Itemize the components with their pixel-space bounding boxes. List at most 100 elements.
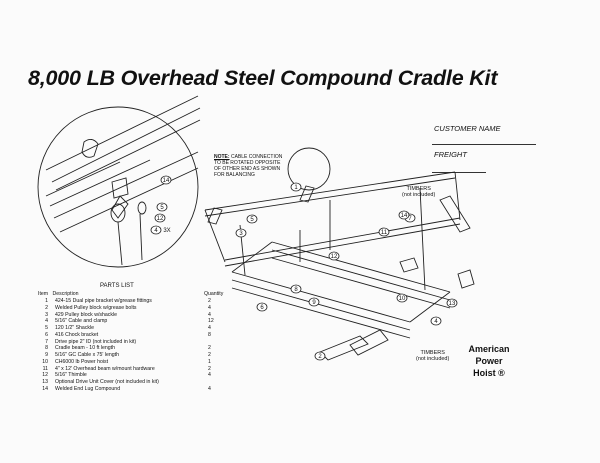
- label-9: 9: [312, 300, 316, 306]
- part-description: 5/16" Cable and clamp: [55, 318, 108, 325]
- callout-5-detail: [156, 202, 168, 212]
- part-description: 416 Chock bracket: [55, 331, 99, 338]
- detail-cable: [117, 213, 143, 266]
- part-item: 13: [42, 379, 48, 385]
- part-item: 10: [42, 358, 48, 365]
- drive-unit-cover: [457, 269, 475, 289]
- detail-circle: [37, 106, 199, 268]
- part-description: Cradle beam - 10 ft length: [55, 345, 115, 352]
- part-description: Optional Drive Unit Cover (not included …: [55, 379, 159, 385]
- timbers-top-line1: TIMBERS: [406, 186, 431, 192]
- cradle-beam-left: [231, 271, 411, 339]
- part-quantity: 4: [208, 311, 211, 318]
- cradle-beam-right: [271, 241, 451, 309]
- timbers-bottom-line1: TIMBERS: [420, 350, 445, 356]
- part-description: 5/16" Thimble: [55, 372, 87, 379]
- part-quantity: 8: [208, 331, 211, 338]
- logo-line2: Power: [475, 356, 503, 366]
- part-item: 7: [45, 338, 48, 345]
- parts-list-header: Item Description Quantity: [38, 291, 223, 297]
- callout-6: [256, 302, 268, 312]
- freight-label: FREIGHT: [434, 150, 467, 159]
- label-14: 14: [401, 213, 408, 219]
- parts-list-row: 5 120 1/2" Shackle 4: [38, 325, 228, 332]
- part-item: 4: [45, 318, 48, 325]
- label-4: 4: [434, 319, 438, 325]
- freight-line: [432, 172, 486, 173]
- timber-top: [439, 195, 471, 233]
- customer-name-label: CUSTOMER NAME: [434, 124, 501, 133]
- detail-pulley-wheel: [110, 203, 126, 223]
- detail-beam: [45, 95, 201, 191]
- part-item: 5: [45, 325, 48, 331]
- label-1: 1: [294, 185, 298, 191]
- callout-9: [308, 297, 320, 307]
- label-10: 10: [399, 296, 406, 302]
- callout-12: [328, 251, 340, 261]
- part-quantity: 4: [208, 304, 211, 311]
- callout-3: [235, 228, 247, 238]
- cradle-cross: [231, 241, 451, 323]
- parts-list-row: 13 Optional Drive Unit Cover (not include…: [38, 379, 228, 386]
- part-quantity: 2: [208, 345, 211, 352]
- power-hoist: [399, 257, 419, 273]
- part-item: 11: [42, 365, 48, 372]
- detail-label-5: 5: [160, 205, 164, 211]
- part-quantity: 1: [208, 358, 211, 365]
- detail-label-12: 12: [157, 216, 164, 222]
- timbers-top-label: TIMBERS (not included): [402, 186, 435, 198]
- detail-label-14: 14: [163, 178, 170, 184]
- parts-list-row: 10 CH6000 lb Power hoist 1: [38, 359, 228, 366]
- parts-list-row: 9 5/16" GC Cable x 75' length 2: [38, 352, 228, 359]
- overhead-beam-rear: [204, 171, 456, 217]
- part-quantity: 2: [208, 352, 211, 358]
- label-5: 5: [250, 217, 254, 223]
- timbers-top-line2: (not included): [402, 192, 436, 198]
- header-description: Description: [52, 291, 79, 297]
- callout-1: [290, 182, 302, 192]
- callout-2: [314, 351, 326, 361]
- parts-list-title: PARTS LIST: [100, 283, 134, 289]
- part-description: 4" x 12' Overhead beam w/mount hardware: [55, 365, 155, 372]
- label-2: 2: [318, 354, 322, 360]
- part-item: 6: [45, 331, 48, 338]
- part-item: 12: [42, 372, 48, 379]
- label-11: 11: [381, 230, 388, 236]
- logo-line3: Hoist ®: [473, 368, 505, 378]
- note-head: NOTE:: [214, 154, 230, 160]
- part-quantity: 12: [208, 318, 214, 325]
- callout-4: [430, 316, 442, 326]
- cables: [239, 187, 426, 291]
- part-description: 429 Pulley block w/shackle: [55, 311, 117, 318]
- part-description: 120 1/2" Shackle: [55, 325, 95, 331]
- label-7: 7: [408, 216, 412, 222]
- callout-10: [396, 293, 408, 303]
- label-6: 6: [260, 305, 264, 311]
- callout-14: [398, 210, 410, 220]
- parts-list-row: 6 416 Chock bracket 8: [38, 332, 228, 339]
- callout-5: [246, 214, 258, 224]
- part-quantity: 2: [208, 298, 211, 304]
- part-description: CH6000 lb Power hoist: [55, 358, 109, 365]
- page-title: 8,000 LB Overhead Steel Compound Cradle …: [28, 66, 498, 90]
- part-item: 14: [42, 385, 48, 392]
- callout-14-detail: [160, 175, 172, 185]
- top-brackets: [207, 185, 315, 225]
- part-item: 9: [45, 352, 48, 358]
- part-quantity: 4: [208, 325, 211, 331]
- callout-4-detail: [150, 225, 162, 235]
- part-quantity: 2: [208, 365, 211, 372]
- company-logo: American Power Hoist ®: [454, 343, 524, 379]
- customer-name-line: [432, 144, 536, 145]
- parts-list-row: 4 5/16" Cable and clamp 12: [38, 318, 228, 325]
- label-3: 3: [239, 231, 243, 237]
- part-description: 5/16" GC Cable x 75' length: [55, 352, 119, 358]
